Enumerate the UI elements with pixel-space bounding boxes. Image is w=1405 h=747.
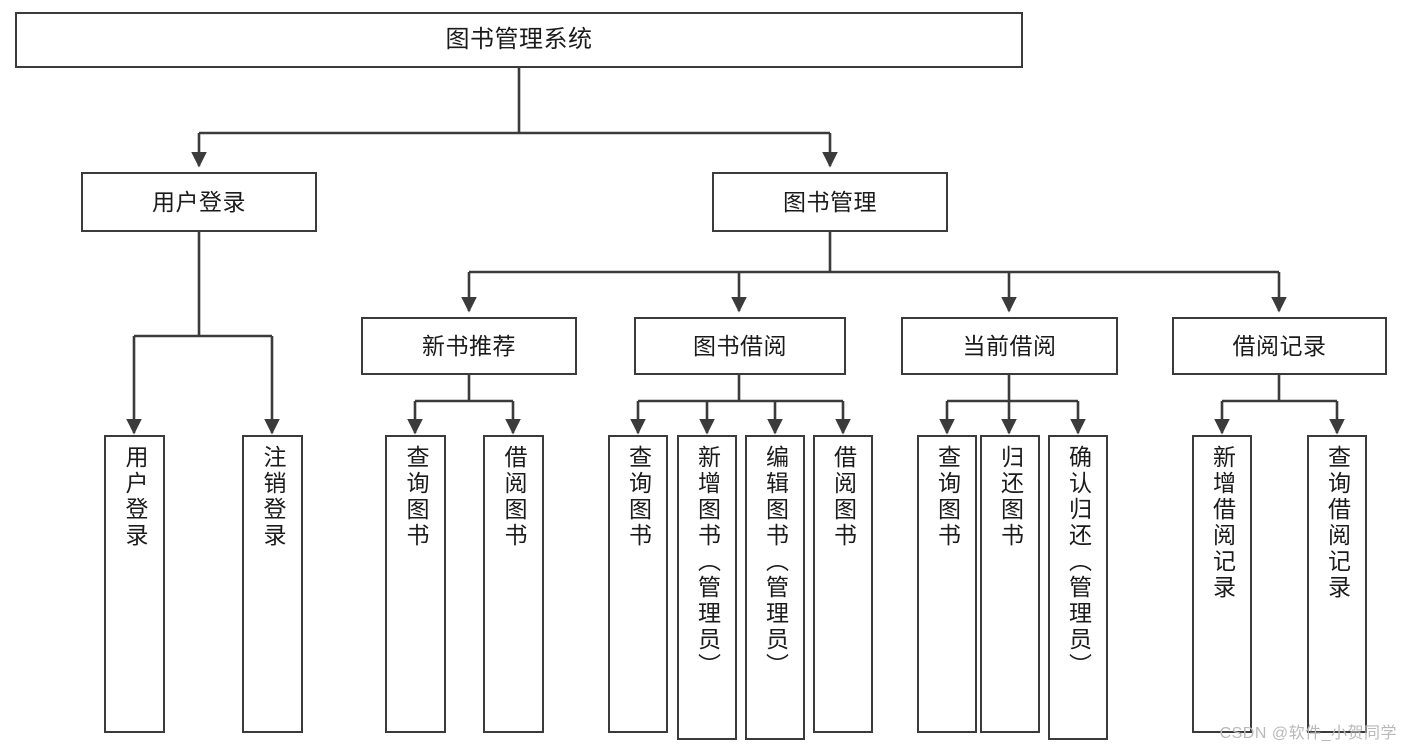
csdn-watermark: CSDN @软件_小贺同学	[1219, 725, 1397, 742]
node-label: 当前借阅	[962, 332, 1057, 359]
leaf-query-book-recommend[interactable]: 查询图书	[385, 435, 446, 733]
node-label: 归还图书	[997, 445, 1024, 549]
node-new-book-recommend[interactable]: 新书推荐	[361, 317, 577, 375]
leaf-borrow-book[interactable]: 借阅图书	[813, 435, 873, 733]
node-label: 借阅图书	[830, 445, 857, 549]
node-book-borrow[interactable]: 图书借阅	[634, 317, 846, 375]
leaf-return-book[interactable]: 归还图书	[980, 435, 1040, 733]
node-label: 查询图书	[403, 445, 429, 549]
node-label: 图书管理	[783, 188, 877, 215]
leaf-edit-book-admin[interactable]: 编辑图书（管理员）	[745, 435, 805, 740]
node-borrow-records[interactable]: 借阅记录	[1172, 317, 1387, 375]
node-label: 查询图书	[934, 445, 961, 549]
node-root-system[interactable]: 图书管理系统	[15, 12, 1023, 68]
node-label: 注销登录	[260, 445, 286, 549]
leaf-query-book-borrow[interactable]: 查询图书	[608, 435, 668, 733]
node-book-management[interactable]: 图书管理	[712, 172, 948, 232]
node-label: 编辑图书（管理员）	[762, 445, 789, 679]
leaf-add-borrow-record[interactable]: 新增借阅记录	[1192, 435, 1252, 733]
leaf-query-book-current[interactable]: 查询图书	[917, 435, 977, 733]
node-label: 图书管理系统	[445, 26, 593, 54]
leaf-user-login[interactable]: 用户登录	[104, 435, 165, 733]
node-label: 用户登录	[122, 445, 148, 549]
node-label: 图书借阅	[693, 332, 787, 359]
leaf-confirm-return-admin[interactable]: 确认归还（管理员）	[1048, 435, 1108, 740]
node-label: 用户登录	[152, 188, 246, 215]
leaf-user-logout[interactable]: 注销登录	[242, 435, 303, 733]
node-label: 新增借阅记录	[1209, 445, 1236, 601]
node-label: 查询图书	[625, 445, 652, 549]
node-label: 新增图书（管理员）	[694, 445, 721, 679]
leaf-add-book-admin[interactable]: 新增图书（管理员）	[677, 435, 737, 740]
leaf-query-borrow-record[interactable]: 查询借阅记录	[1307, 435, 1367, 733]
node-label: 新书推荐	[422, 332, 516, 359]
leaf-borrow-book-recommend[interactable]: 借阅图书	[483, 435, 544, 733]
node-user-login[interactable]: 用户登录	[81, 172, 317, 232]
node-label: 查询借阅记录	[1324, 445, 1351, 601]
node-current-borrow[interactable]: 当前借阅	[901, 317, 1118, 375]
node-label: 借阅图书	[501, 445, 527, 549]
node-label: 借阅记录	[1232, 332, 1327, 359]
node-label: 确认归还（管理员）	[1065, 445, 1092, 679]
